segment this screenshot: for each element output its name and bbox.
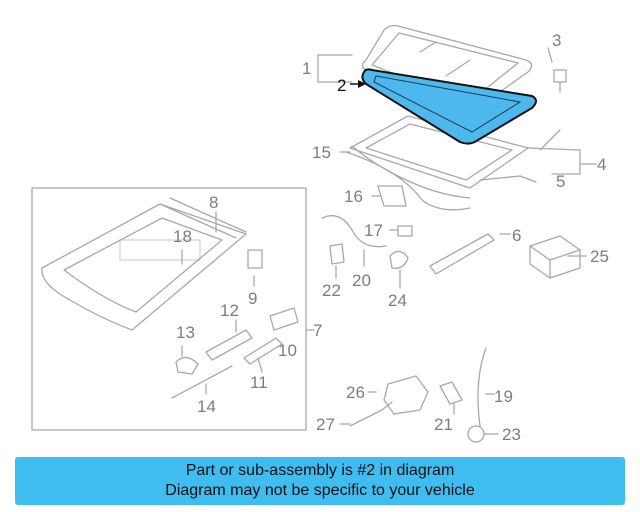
- callout-22: 22: [322, 281, 341, 300]
- box-part-25: [529, 235, 581, 279]
- info-banner: Part or sub-assembly is #2 in diagram Di…: [15, 457, 625, 505]
- callout-2: 2: [337, 76, 347, 95]
- callout-15: 15: [312, 143, 331, 162]
- callout-26: 26: [346, 383, 365, 402]
- part-21-shape: [439, 381, 463, 405]
- callout-21: 21: [434, 415, 453, 434]
- callout-12: 12: [220, 301, 239, 320]
- part-16-shape: [377, 185, 407, 207]
- callout-16: 16: [344, 187, 363, 206]
- part-27-shape: [349, 401, 393, 427]
- callout-arrowhead-2: [358, 80, 366, 88]
- part-17-shape: [397, 225, 413, 237]
- callout-20: 20: [352, 271, 371, 290]
- hose-part-19: [477, 347, 487, 427]
- callout-bracket-1: [317, 54, 353, 83]
- rail-part-6: [429, 233, 495, 275]
- callout-25: 25: [590, 247, 609, 266]
- callout-7: 7: [313, 321, 323, 340]
- callout-19: 19: [494, 387, 513, 406]
- part-10-shape: [269, 307, 299, 331]
- callout-27: 27: [316, 415, 335, 434]
- callout-bracket-4: [527, 147, 597, 175]
- banner-line-1: Part or sub-assembly is #2 in diagram: [185, 462, 455, 479]
- highlighted-seal-inner: [373, 75, 522, 133]
- sunroof-frame-part-4: [349, 115, 537, 199]
- callout-1: 1: [302, 59, 312, 78]
- part-26-shape: [383, 375, 429, 415]
- part-13-shape: [175, 356, 199, 375]
- callout-14: 14: [197, 397, 216, 416]
- inner-frame: [41, 203, 247, 331]
- rail-part-15: [345, 151, 471, 211]
- callout-23: 23: [502, 425, 521, 444]
- callout-17: 17: [364, 221, 383, 240]
- callout-5: 5: [556, 172, 566, 191]
- callout-11: 11: [250, 373, 268, 392]
- callout-18: 18: [173, 227, 192, 246]
- part-12-shape: [205, 329, 253, 361]
- bolt-part-3: [553, 69, 567, 93]
- part-9-shape: [247, 249, 263, 269]
- part-14-shape: [171, 365, 233, 399]
- hose-part-20: [321, 215, 387, 248]
- callout-24: 24: [388, 291, 407, 310]
- banner-line-2: Diagram may not be specific to your vehi…: [165, 482, 475, 499]
- bracket-part-22: [329, 243, 345, 265]
- callout-3: 3: [552, 31, 562, 50]
- callout-13: 13: [176, 323, 195, 342]
- sub-assembly-box: [31, 187, 307, 431]
- parts-diagram: [31, 24, 597, 443]
- part-23-shape: [467, 425, 485, 443]
- part-24-shape: [389, 250, 409, 269]
- part-11-shape: [243, 337, 283, 365]
- highlighted-seal-part-2: [361, 68, 537, 145]
- callout-10: 10: [278, 341, 297, 360]
- callout-8: 8: [209, 193, 219, 212]
- callout-4: 4: [597, 155, 607, 174]
- callout-6: 6: [512, 226, 522, 245]
- callout-9: 9: [248, 289, 258, 308]
